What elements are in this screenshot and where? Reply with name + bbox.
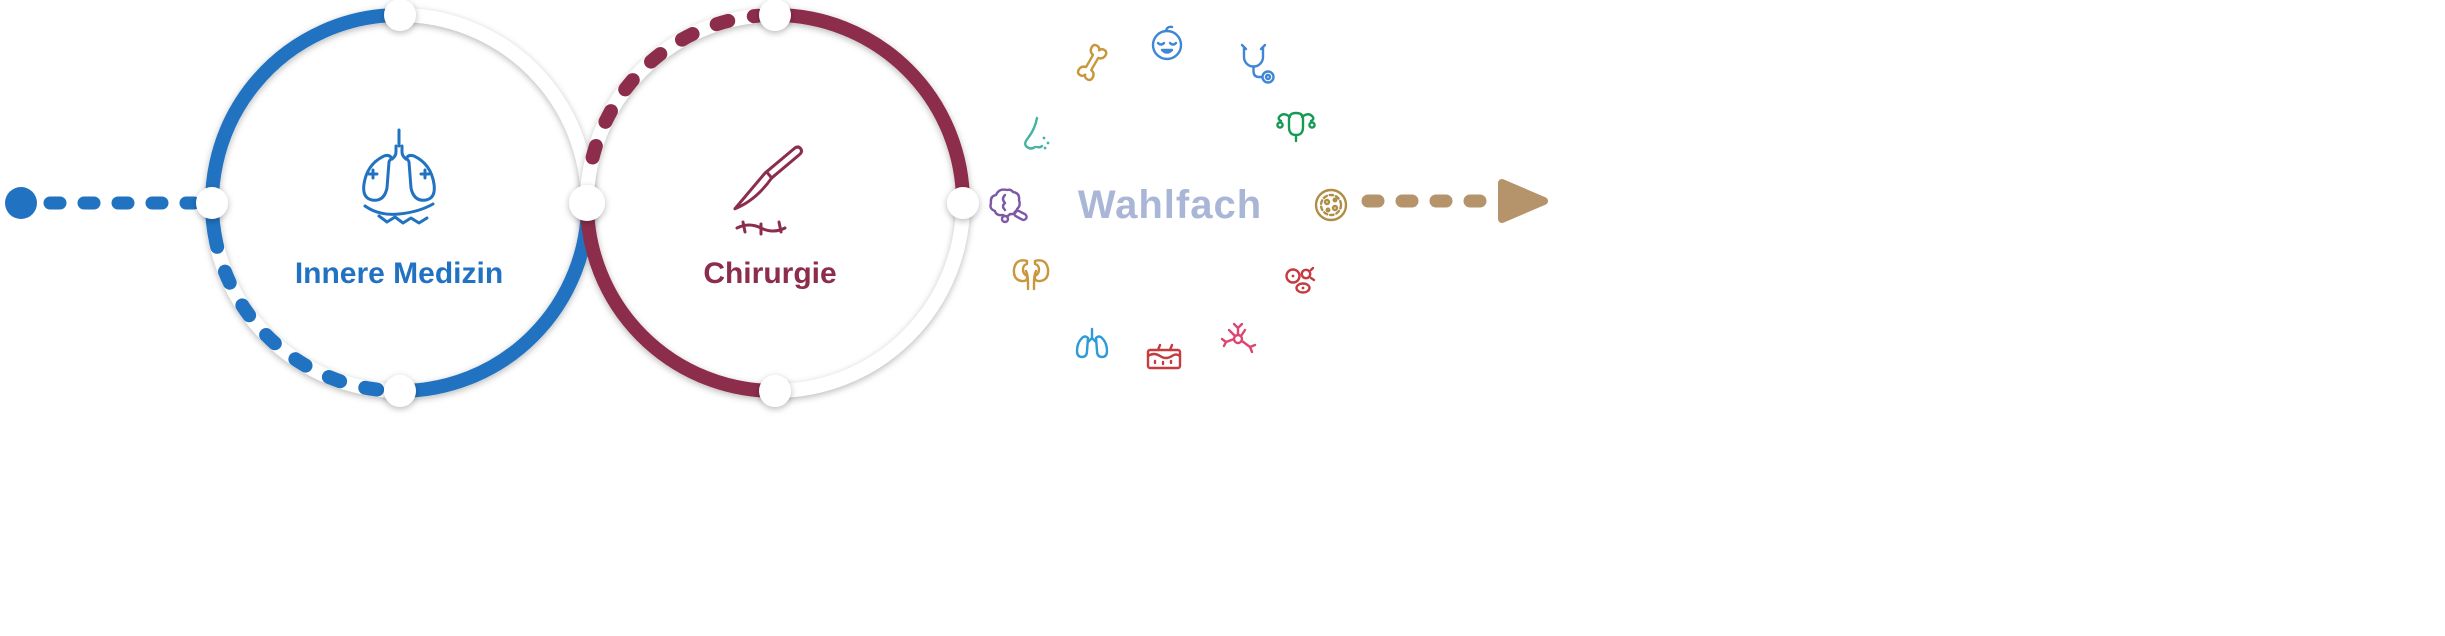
path-node-right [947, 187, 979, 219]
neuron-icon [1220, 322, 1257, 354]
arrow-right-icon [1498, 179, 1548, 223]
path-nodes [196, 0, 979, 407]
path-node-im-top [384, 0, 416, 31]
path-node-left [196, 187, 228, 219]
chirurgie-circle [580, 8, 970, 398]
flow-exit [1361, 179, 1548, 223]
baby-icon [1151, 25, 1183, 61]
path-node-ch-top [759, 0, 791, 31]
start-dot [5, 187, 37, 219]
stethoscope-icon [1240, 43, 1275, 84]
stage-label-wahlfach: Wahlfach [1078, 183, 1262, 227]
brain-pills-icon [989, 188, 1028, 224]
stage-label-innere-medizin: Innere Medizin [295, 257, 503, 290]
cell-dish-icon [1314, 188, 1348, 222]
skin-icon [1146, 343, 1182, 370]
scalpel-icon [733, 145, 804, 236]
lungs-icon [1075, 327, 1109, 359]
wahlfach-icon-ring [989, 25, 1348, 370]
uterus-icon [1276, 111, 1316, 143]
kidneys-icon [1012, 259, 1050, 291]
stage-label-chirurgie: Chirurgie [703, 257, 836, 290]
path-node-ch-bottom [759, 375, 791, 407]
joint-icon [1076, 43, 1108, 82]
microbes-icon [1285, 266, 1316, 294]
path-node-junction [569, 185, 605, 221]
internal-organs-icon [362, 128, 436, 225]
flow-entry [5, 187, 201, 219]
path-node-im-bottom [384, 375, 416, 407]
nose-icon [1024, 116, 1050, 150]
